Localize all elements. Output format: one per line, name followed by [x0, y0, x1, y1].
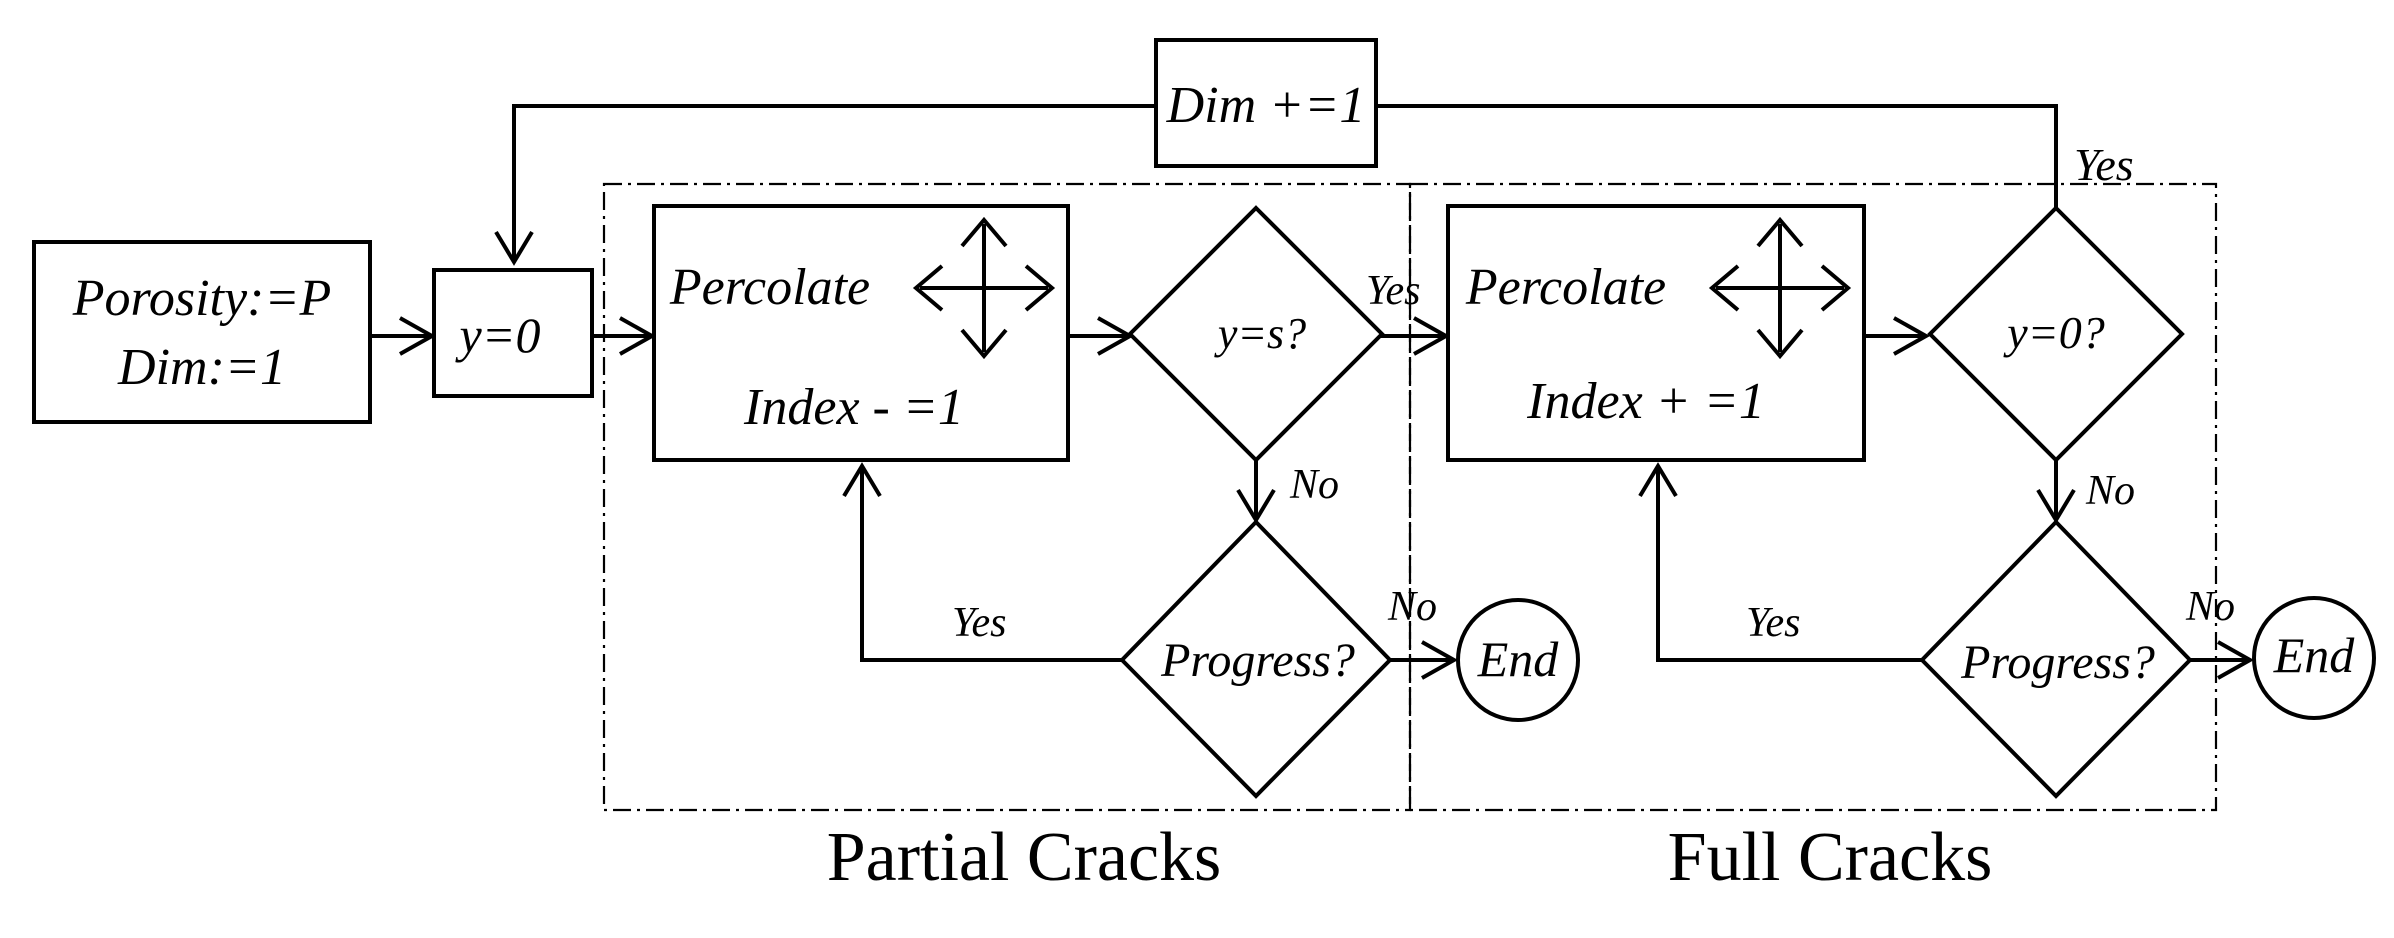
dim-increment-node: Dim +=1 [1154, 38, 1378, 168]
full-cracks-region [1408, 182, 2218, 812]
four-way-arrow-icon [912, 216, 1056, 360]
edge-label-yes: Yes [1366, 268, 1421, 314]
partial-decision-text: y=s? [1214, 309, 1306, 358]
y-zero-node: y=0 [432, 268, 594, 398]
full-progress-node: Progress? [1919, 519, 2193, 799]
partial-progress-node: Progress? [1119, 519, 1393, 799]
partial-percolate-node: Percolate Index - =1 [652, 204, 1070, 462]
four-way-arrow-icon [1708, 216, 1852, 360]
full-cracks-caption: Full Cracks [1668, 819, 1993, 896]
edge-label-yes: Yes [2074, 139, 2134, 190]
full-progress-text: Progress? [1960, 636, 2155, 689]
edge-labels: Yes No Yes No Yes No Yes No [952, 139, 2235, 646]
edge-label-yes: Yes [1746, 600, 1801, 646]
dim-increment-text: Dim +=1 [1166, 77, 1366, 134]
y-zero-text: y=0 [455, 307, 541, 363]
full-percolate-text: Percolate [1465, 259, 1666, 316]
partial-progress-text: Progress? [1160, 634, 1355, 687]
edge-label-no: No [1387, 584, 1437, 630]
full-percolate-node: Percolate Index + =1 [1446, 204, 1866, 462]
init-porosity-text: Porosity:=P [72, 270, 331, 327]
partial-percolate-text: Percolate [669, 259, 870, 316]
edge-label-no: No [2185, 584, 2235, 630]
partial-end-node: End [1456, 598, 1580, 722]
full-decision-text: y=0? [2003, 307, 2104, 358]
full-end-node: End [2252, 596, 2376, 720]
full-index-text: Index + =1 [1526, 373, 1765, 430]
full-end-text: End [2273, 627, 2356, 683]
partial-index-text: Index - =1 [743, 379, 964, 436]
edge-label-no: No [1289, 462, 1339, 508]
partial-decision-node: y=s? [1127, 205, 1385, 463]
partial-end-text: End [1477, 631, 1560, 687]
partial-cracks-caption: Partial Cracks [827, 819, 1222, 896]
edge-label-no: No [2085, 468, 2135, 514]
edge-label-yes: Yes [952, 600, 1007, 646]
partial-cracks-region [602, 182, 1412, 812]
init-node: Porosity:=P Dim:=1 [32, 240, 372, 424]
init-dim-text: Dim:=1 [117, 339, 286, 396]
full-decision-node: y=0? [1927, 205, 2185, 463]
connectors [370, 104, 2250, 662]
